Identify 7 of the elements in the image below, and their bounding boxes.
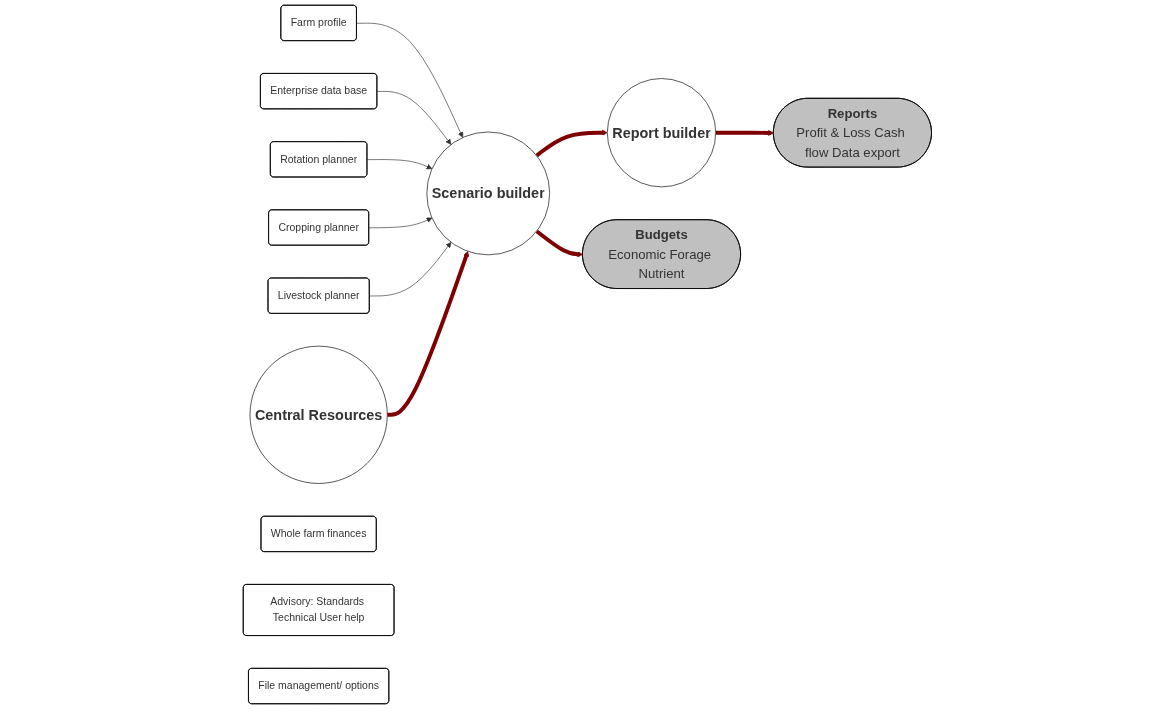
arrow	[535, 229, 583, 258]
node-circle: Central Resources	[249, 345, 388, 484]
node-circle: Report builder	[606, 78, 716, 188]
arrow	[715, 130, 774, 136]
arrow	[535, 129, 608, 158]
node-circle: Scenario builder	[426, 131, 550, 256]
arrow	[386, 251, 469, 417]
